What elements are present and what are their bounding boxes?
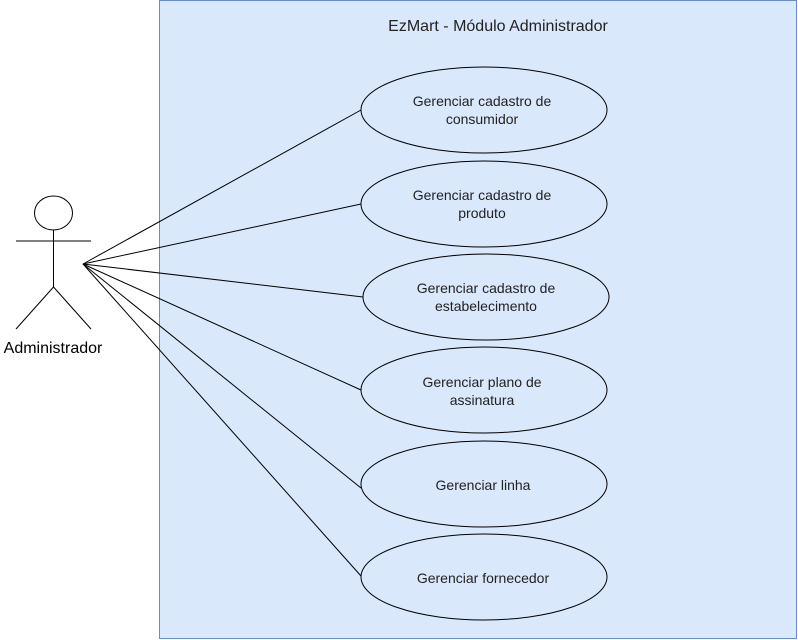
association-line — [82, 109, 362, 265]
association-line — [82, 263, 362, 577]
system-title: EzMart - Módulo Administrador — [388, 18, 608, 35]
use-case-label-line1: Gerenciar cadastro de — [413, 187, 552, 203]
use-case-ellipse — [362, 253, 610, 341]
actor-right-leg — [53, 286, 92, 330]
use-case-estabelecimento[interactable]: Gerenciar cadastro de estabelecimento — [362, 253, 610, 341]
use-case-linha[interactable]: Gerenciar linha — [360, 440, 608, 528]
associations — [82, 109, 364, 577]
use-case-ellipse — [360, 346, 608, 434]
use-case-ellipse — [360, 533, 608, 621]
use-case-consumidor[interactable]: Gerenciar cadastro de consumidor — [360, 66, 608, 154]
use-case-fornecedor[interactable]: Gerenciar fornecedor — [360, 533, 608, 621]
use-case-label: Gerenciar fornecedor — [417, 570, 550, 586]
use-case-label-line1: Gerenciar cadastro de — [417, 280, 556, 296]
actor-head — [34, 195, 73, 231]
use-case-label-line1: Gerenciar cadastro de — [413, 93, 552, 109]
actor-left-leg — [15, 286, 54, 330]
association-line — [82, 263, 362, 489]
use-case-ellipse — [360, 440, 608, 528]
actor-label: Administrador — [4, 340, 103, 357]
use-case-label-line2: assinatura — [450, 392, 515, 408]
use-case-ellipse — [360, 160, 608, 248]
actor-administrator[interactable] — [15, 195, 92, 330]
use-case-label-line2: estabelecimento — [435, 298, 537, 314]
association-line — [82, 263, 362, 391]
use-case-label-line2: consumidor — [446, 111, 519, 127]
use-case-label: Gerenciar linha — [436, 477, 531, 493]
use-case-assinatura[interactable]: Gerenciar plano de assinatura — [360, 346, 608, 434]
association-line — [82, 263, 364, 298]
use-case-label-line1: Gerenciar plano de — [422, 374, 541, 390]
use-case-ellipse — [360, 66, 608, 154]
association-line — [82, 203, 362, 265]
use-case-produto[interactable]: Gerenciar cadastro de produto — [360, 160, 608, 248]
use-case-label-line2: produto — [458, 205, 506, 221]
